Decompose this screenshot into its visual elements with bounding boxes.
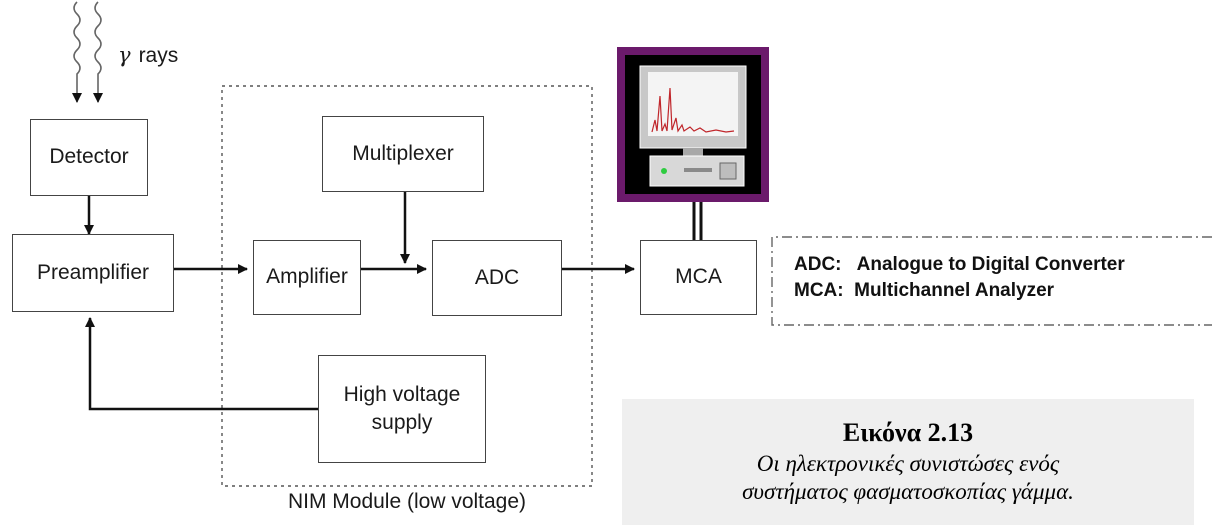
nim-module-label: NIM Module (low voltage) [287,490,527,513]
gamma-ray-wave-left [72,1,82,103]
computer-monitor-neck [683,148,703,156]
amplifier-block: Amplifier [253,240,361,315]
multiplexer-block: Multiplexer [322,116,484,192]
detector-label: Detector [49,145,129,169]
high-voltage-supply-block: High voltage supply [318,355,486,463]
multiplexer-label: Multiplexer [352,141,454,165]
gamma-ray-wave-right [93,1,103,103]
adc-label: ADC [474,265,520,289]
spectrum-trace [651,87,735,133]
gamma-rays-text: rays [138,44,179,67]
high-voltage-supply-label-line1: High voltage [343,382,461,406]
figure-caption: Εικόνα 2.13 Οι ηλεκτρονικές συνιστώσες ε… [622,399,1194,525]
legend-mca-entry: MCA: Multichannel Analyzer [794,280,1055,301]
computer-power-led [661,168,667,174]
figure-caption-title: Εικόνα 2.13 [842,418,974,447]
abbreviation-legend: ADC: Analogue to Digital Converter MCA: … [772,237,1212,325]
gamma-symbol: γ [118,43,131,67]
legend-frame [771,236,1212,326]
mca-block: MCA [640,240,757,315]
amplifier-label: Amplifier [266,265,348,289]
figure-caption-line1: Οι ηλεκτρονικές συνιστώσες ενός [756,451,1060,476]
legend-adc-entry: ADC: Analogue to Digital Converter [794,254,1125,275]
computer-icon [617,47,769,202]
arrow-hv-supply-preamplifier [85,317,318,411]
computer-drive-bay [719,162,737,180]
figure-caption-line2: συστήματος φασματοσκοπίας γάμμα. [742,479,1074,504]
preamplifier-label: Preamplifier [36,260,150,284]
mca-label: MCA [675,265,722,289]
detector-block: Detector [30,119,148,196]
preamplifier-block: Preamplifier [12,234,174,312]
computer-drive-slot [684,168,712,172]
nim-module-frame [221,85,593,487]
adc-block: ADC [432,240,562,316]
computer-screen [648,72,738,136]
high-voltage-supply-label-line2: supply [371,411,433,434]
